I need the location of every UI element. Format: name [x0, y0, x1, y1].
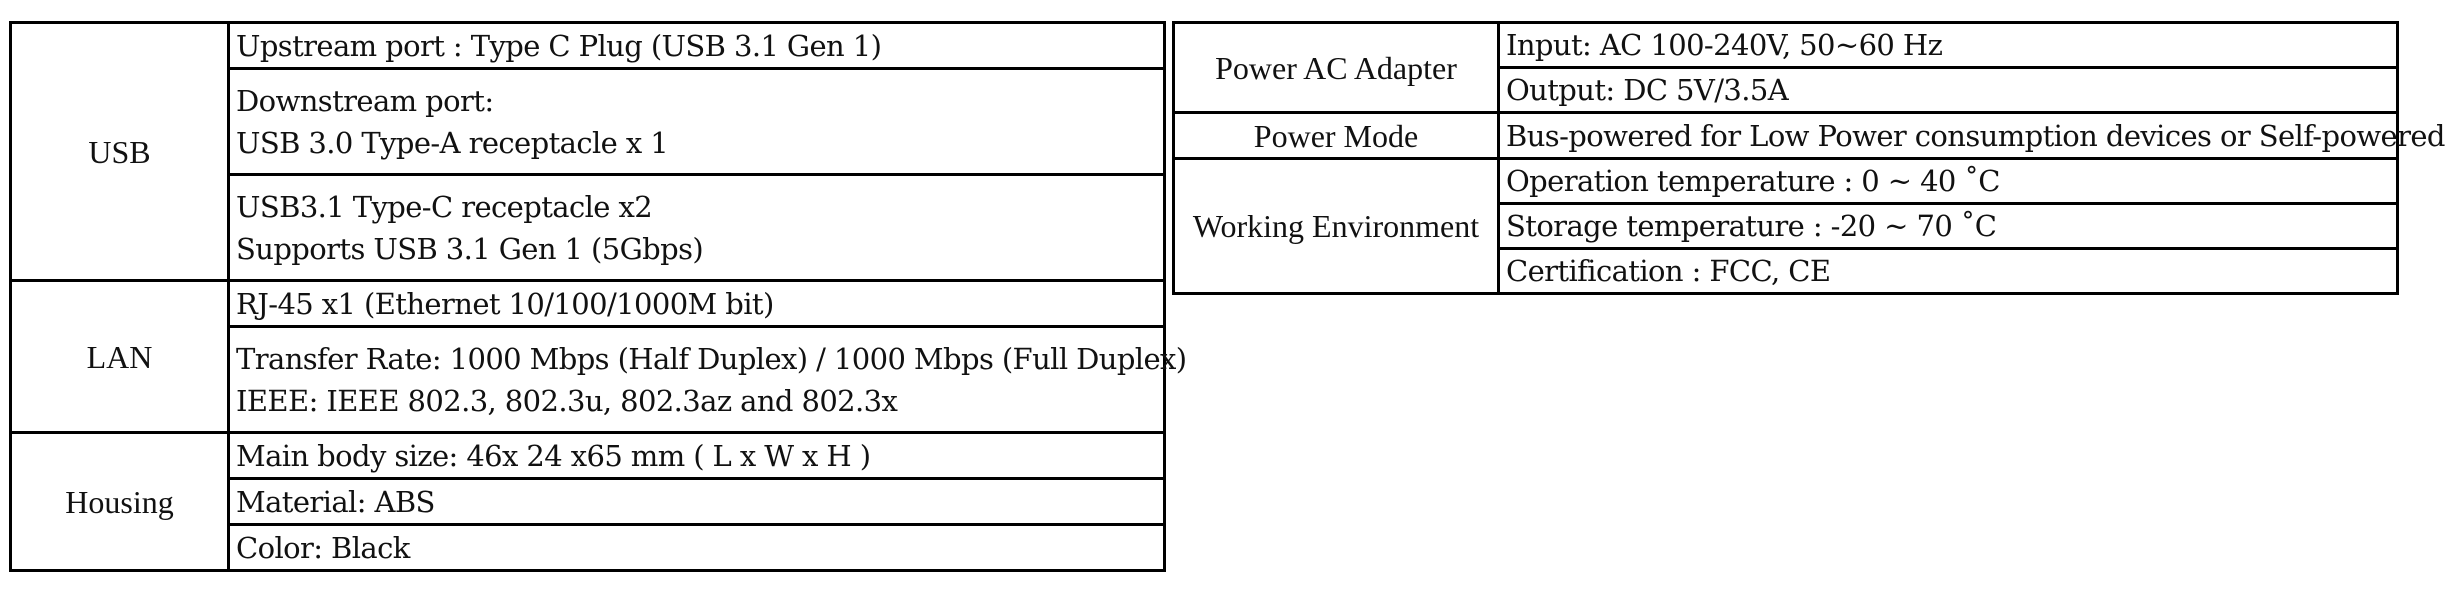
- lan-rate-line2: IEEE: IEEE 802.3, 802.3u, 802.3az and 80…: [236, 383, 898, 418]
- usb-typec-line2: Supports USB 3.1 Gen 1 (5Gbps): [236, 231, 704, 266]
- storage-temp-cell: Storage temperature : -20 ~ 70 ˚C: [1497, 202, 2399, 250]
- table-row: Housing Main body size: 46x 24 x65 mm ( …: [9, 431, 1166, 572]
- table-row: LAN RJ-45 x1 (Ethernet 10/100/1000M bit): [9, 279, 1166, 434]
- table-row: Color: Black: [11, 523, 1166, 572]
- table-row: Power Mode Bus-powered for Low Power con…: [1172, 111, 2445, 160]
- power-output-cell: Output: DC 5V/3.5A: [1497, 66, 2399, 114]
- housing-size-cell: Main body size: 46x 24 x65 mm ( L x W x …: [227, 431, 1166, 480]
- usb-downstream-line2: USB 3.0 Type-A receptacle x 1: [236, 125, 669, 160]
- lan-heading: LAN: [9, 279, 230, 434]
- environment-heading: Working Environment: [1172, 157, 1500, 295]
- lan-rate-line1: Transfer Rate: 1000 Mbps (Half Duplex) /…: [236, 341, 1187, 376]
- table-row: Material: ABS: [11, 477, 1166, 526]
- usb-heading: USB: [9, 21, 230, 282]
- table-row: Transfer Rate: 1000 Mbps (Half Duplex) /…: [11, 325, 1187, 434]
- table-row: Downstream port: USB 3.0 Type-A receptac…: [11, 67, 1166, 176]
- power-mode-heading: Power Mode: [1172, 111, 1500, 160]
- housing-material-cell: Material: ABS: [227, 477, 1166, 526]
- operation-temp-cell: Operation temperature : 0 ~ 40 ˚C: [1497, 157, 2399, 205]
- spec-table-connectivity: USB Upstream port : Type C Plug (USB 3.1…: [9, 21, 1187, 572]
- lan-rate-cell: Transfer Rate: 1000 Mbps (Half Duplex) /…: [227, 325, 1187, 434]
- power-mode-cell: Bus-powered for Low Power consumption de…: [1497, 111, 2445, 160]
- usb-downstream-cell: Downstream port: USB 3.0 Type-A receptac…: [227, 67, 1166, 176]
- usb-typec-line1: USB3.1 Type-C receptacle x2: [236, 189, 653, 224]
- table-row: Output: DC 5V/3.5A: [1174, 66, 2399, 114]
- usb-upstream-cell: Upstream port : Type C Plug (USB 3.1 Gen…: [227, 21, 1166, 70]
- table-row: Power AC Adapter Input: AC 100-240V, 50~…: [1172, 21, 2399, 114]
- certification-cell: Certification : FCC, CE: [1497, 247, 2399, 295]
- housing-color-cell: Color: Black: [227, 523, 1166, 572]
- power-adapter-heading: Power AC Adapter: [1172, 21, 1500, 114]
- table-row: USB3.1 Type-C receptacle x2 Supports USB…: [11, 173, 1166, 282]
- lan-rj45-cell: RJ-45 x1 (Ethernet 10/100/1000M bit): [227, 279, 1166, 328]
- housing-heading: Housing: [9, 431, 230, 572]
- table-row: Storage temperature : -20 ~ 70 ˚C: [1174, 202, 2399, 250]
- power-input-cell: Input: AC 100-240V, 50~60 Hz: [1497, 21, 2399, 69]
- usb-downstream-line1: Downstream port:: [236, 83, 494, 118]
- usb-typec-cell: USB3.1 Type-C receptacle x2 Supports USB…: [227, 173, 1166, 282]
- spec-table-power: Power AC Adapter Input: AC 100-240V, 50~…: [1172, 21, 2445, 295]
- table-row: Certification : FCC, CE: [1174, 247, 2399, 295]
- table-row: Working Environment Operation temperatur…: [1172, 157, 2399, 295]
- table-row: USB Upstream port : Type C Plug (USB 3.1…: [9, 21, 1166, 282]
